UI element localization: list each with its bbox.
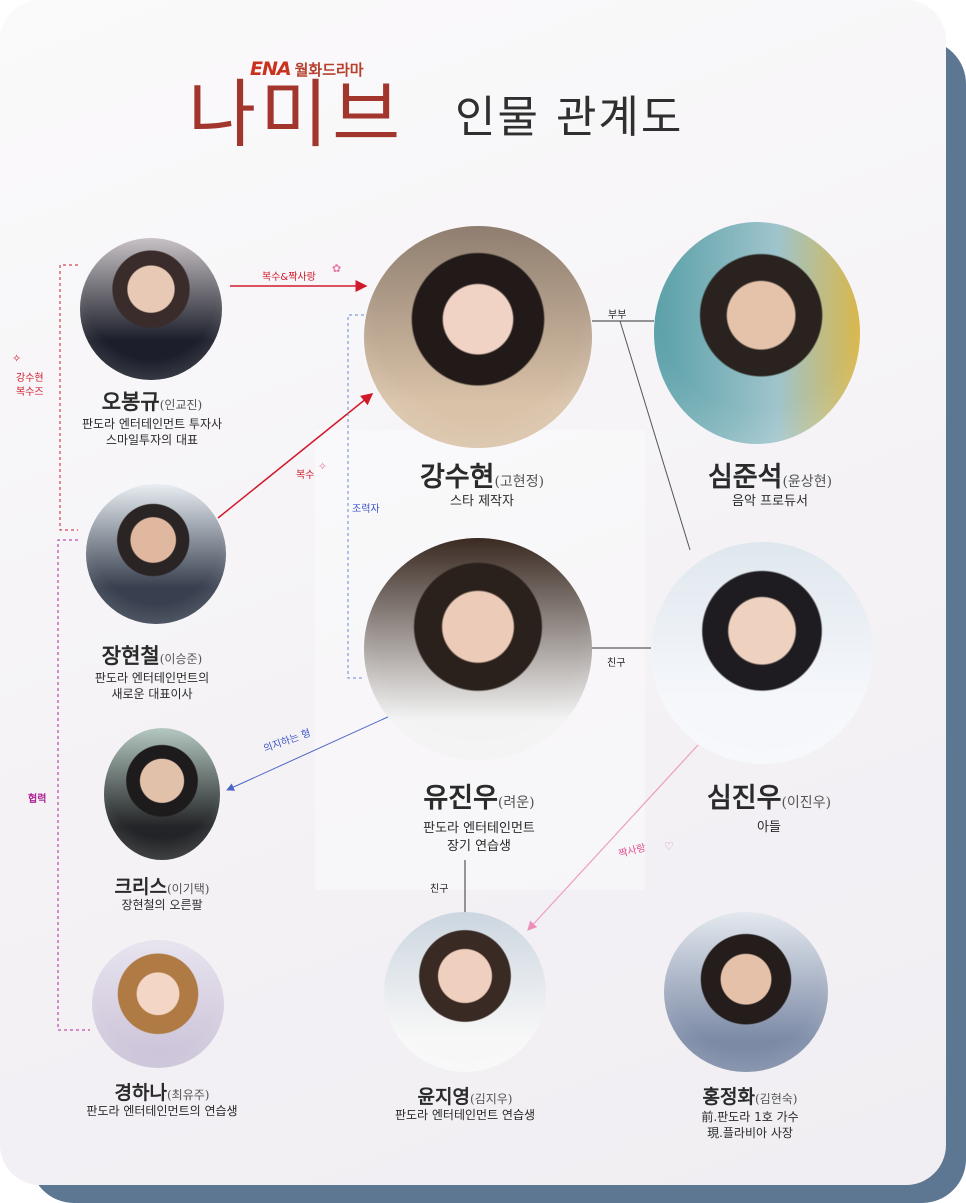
label-revenge: 복수: [296, 470, 315, 481]
label-revenge-crush: 복수&짝사랑: [262, 272, 316, 283]
portrait-janghyeoncheol[interactable]: [86, 484, 226, 624]
sparkle-icon: ✧: [318, 460, 328, 473]
desc-yunjiyoung: 판도라 엔터테인먼트 연습생: [394, 1108, 536, 1122]
line-cooperation-group: [57, 539, 90, 1031]
desc-obonggyu: 판도라 엔터테인먼트 투자사 스마일투자의 대표: [81, 417, 223, 447]
label-cooperator: 조력자: [352, 504, 380, 515]
name-yunjiyoung: 윤지영(김지우): [417, 1086, 513, 1108]
portrait-simjinwoo[interactable]: [651, 542, 873, 764]
portrait-chris[interactable]: [104, 728, 220, 860]
name-hongjeonghwa: 홍정화(김현숙): [702, 1086, 798, 1108]
sparkle-icon: ✿: [332, 262, 342, 275]
relationship-lines: [57, 264, 699, 1031]
heart-icon: ♡: [664, 840, 674, 853]
chart-subtitle: 인물 관계도: [455, 92, 684, 143]
desc-simjunseok: 음악 프로듀서: [732, 494, 808, 509]
name-kyunghana: 경하나(최유주): [114, 1082, 210, 1104]
desc-yujinwoo: 판도라 엔터테인먼트 장기 연습생: [423, 821, 535, 854]
line-jang-kang: [217, 393, 374, 519]
line-parent-son: [619, 320, 691, 551]
label-kang-revenge-group: 강수현 복수즈: [16, 372, 44, 400]
name-yujinwoo: 유진우(려운): [423, 783, 535, 814]
chart-card: ENA 월화드라마 나미브 인물 관계도: [0, 0, 946, 1185]
portrait-yujinwoo[interactable]: [364, 538, 592, 760]
portrait-kangsuhyeon[interactable]: [364, 226, 592, 448]
name-kangsuhyeon: 강수현(고현정): [419, 462, 545, 493]
name-obonggyu: 오봉규(인교진): [101, 389, 203, 414]
portrait-simjunseok[interactable]: [654, 222, 860, 444]
desc-kangsuhyeon: 스타 제작자: [450, 494, 514, 509]
line-cooperator: [347, 314, 364, 679]
line-yu-chris: [226, 715, 391, 791]
label-cooperation: 협력: [28, 794, 47, 805]
name-simjunseok: 심준석(윤상현): [707, 462, 833, 493]
brand-text: 월화드라마: [294, 60, 364, 79]
ena-logo: ENA: [250, 58, 292, 80]
portrait-obonggyu[interactable]: [80, 238, 222, 380]
label-kang-revenge-line2: 복수즈: [16, 387, 44, 398]
label-kang-revenge-line1: 강수현: [16, 373, 44, 384]
portrait-kyunghana[interactable]: [92, 940, 224, 1068]
label-couple: 부부: [608, 310, 627, 321]
drama-title: 나미브: [188, 72, 405, 158]
line-crush: [527, 744, 699, 931]
desc-simjinwoo: 아들: [757, 820, 781, 835]
label-friend-yun: 친구: [430, 884, 449, 895]
label-friend-sim: 친구: [607, 658, 626, 669]
desc-hongjeonghwa: 前.판도라 1호 가수 現.플라비아 사장: [701, 1110, 799, 1140]
name-simjinwoo: 심진우(이진우): [706, 783, 832, 814]
brand: ENA 월화드라마: [250, 58, 364, 80]
desc-kyunghana: 판도라 엔터테인먼트의 연습생: [86, 1104, 238, 1118]
name-chris: 크리스(이기택): [114, 876, 210, 898]
portrait-yunjiyoung[interactable]: [384, 912, 546, 1072]
desc-chris: 장현철의 오른팔: [121, 898, 203, 912]
sparkle-icon: ✧: [12, 352, 22, 365]
desc-janghyeoncheol: 판도라 엔터테인먼트의 새로운 대표이사: [94, 671, 210, 701]
name-janghyeoncheol: 장현철(이승준): [101, 643, 203, 668]
line-kang-revenge-group: [59, 264, 78, 531]
portrait-hongjeonghwa[interactable]: [664, 912, 828, 1072]
